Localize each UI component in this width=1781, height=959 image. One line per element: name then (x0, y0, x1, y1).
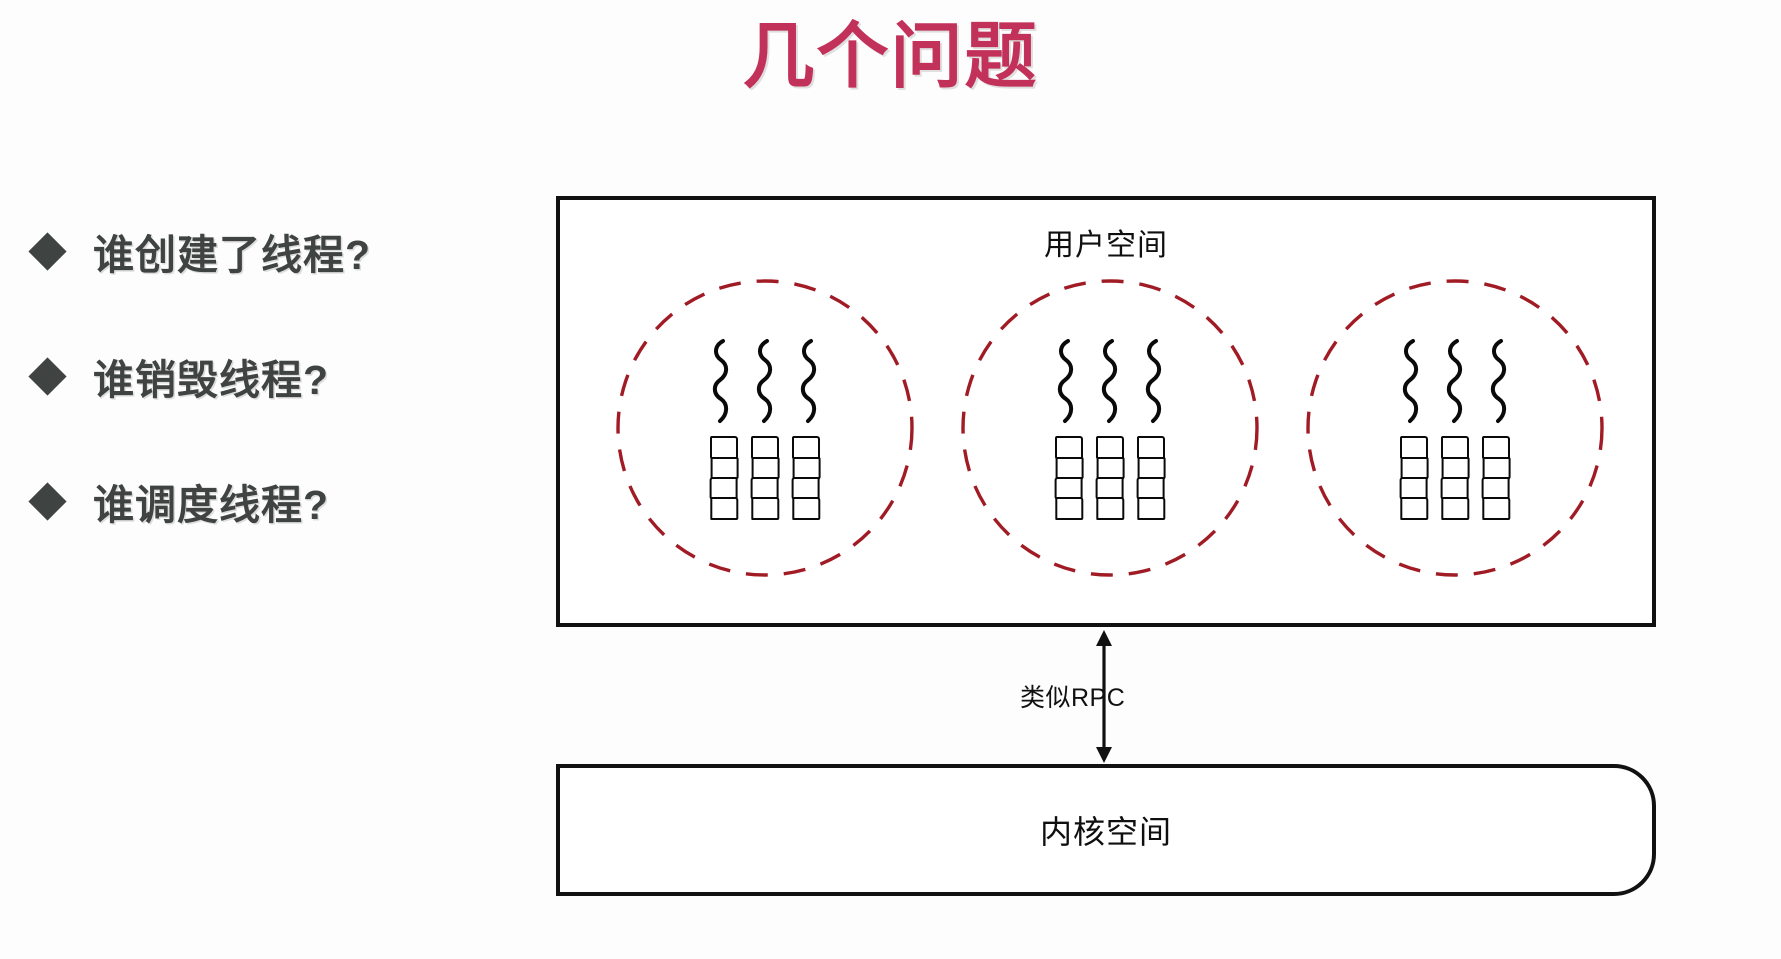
stack-cell (1482, 497, 1511, 521)
list-item-label: 谁创建了线程? (93, 232, 372, 278)
thread-squiggle-icon (756, 339, 773, 424)
stack-cell (792, 497, 821, 521)
stack-column (1095, 436, 1125, 521)
page-title: 几个问题 (742, 17, 1039, 97)
kernel-space-label: 内核空间 (1039, 814, 1172, 850)
list-item: 谁销毁线程? (28, 350, 498, 403)
stack-cell (1055, 497, 1084, 521)
stack-column (1136, 436, 1166, 521)
thread-squiggle-icon (712, 339, 729, 424)
dashed-circle-icon (616, 279, 914, 577)
user-space-container: 用户空间 (556, 196, 1656, 627)
stack-cell (1096, 497, 1125, 521)
thread-squiggle-icon (1057, 339, 1074, 424)
thread-squiggle-icon (1446, 339, 1463, 424)
stack-cell (1400, 497, 1429, 521)
process-contents (960, 278, 1260, 578)
diamond-bullet-icon (28, 231, 67, 271)
thread-group (1053, 338, 1167, 424)
dashed-circle-icon (1306, 279, 1604, 577)
thread-squiggle-icon (1145, 339, 1162, 424)
stack-cell (1441, 497, 1470, 521)
kernel-space-container: 内核空间 (556, 764, 1656, 896)
stack-column (1481, 436, 1511, 521)
thread-squiggle-icon (1101, 339, 1118, 424)
list-item-label: 谁销毁线程? (93, 357, 330, 403)
stack-group (1399, 436, 1511, 521)
dashed-circle-icon (961, 279, 1259, 577)
stack-cell (1137, 497, 1166, 521)
list-item-label: 谁调度线程? (93, 482, 330, 528)
question-list: 谁创建了线程? 谁销毁线程? 谁调度线程? (28, 225, 498, 600)
stack-group (709, 436, 821, 521)
stack-column (709, 436, 739, 521)
stack-column (791, 436, 821, 521)
rpc-connector-label: 类似RPC (1020, 684, 1126, 712)
thread-squiggle-icon (800, 339, 817, 424)
stack-cell (751, 497, 780, 521)
process-circle (960, 278, 1260, 578)
process-circle (1305, 278, 1605, 578)
thread-squiggle-icon (1490, 339, 1507, 424)
diamond-bullet-icon (28, 481, 67, 521)
stack-cell (710, 497, 739, 521)
stack-column (1054, 436, 1084, 521)
stack-column (1399, 436, 1429, 521)
list-item: 谁创建了线程? (28, 225, 498, 278)
thread-squiggle-icon (1402, 339, 1419, 424)
rpc-double-arrow-icon (1084, 630, 1124, 763)
thread-group (1398, 338, 1512, 424)
process-circle (615, 278, 915, 578)
stack-column (750, 436, 780, 521)
user-space-label: 用户空间 (1044, 229, 1168, 262)
list-item: 谁调度线程? (28, 475, 498, 528)
thread-group (708, 338, 822, 424)
process-contents (615, 278, 915, 578)
stack-group (1054, 436, 1166, 521)
diamond-bullet-icon (28, 356, 67, 396)
process-contents (1305, 278, 1605, 578)
stack-column (1440, 436, 1470, 521)
